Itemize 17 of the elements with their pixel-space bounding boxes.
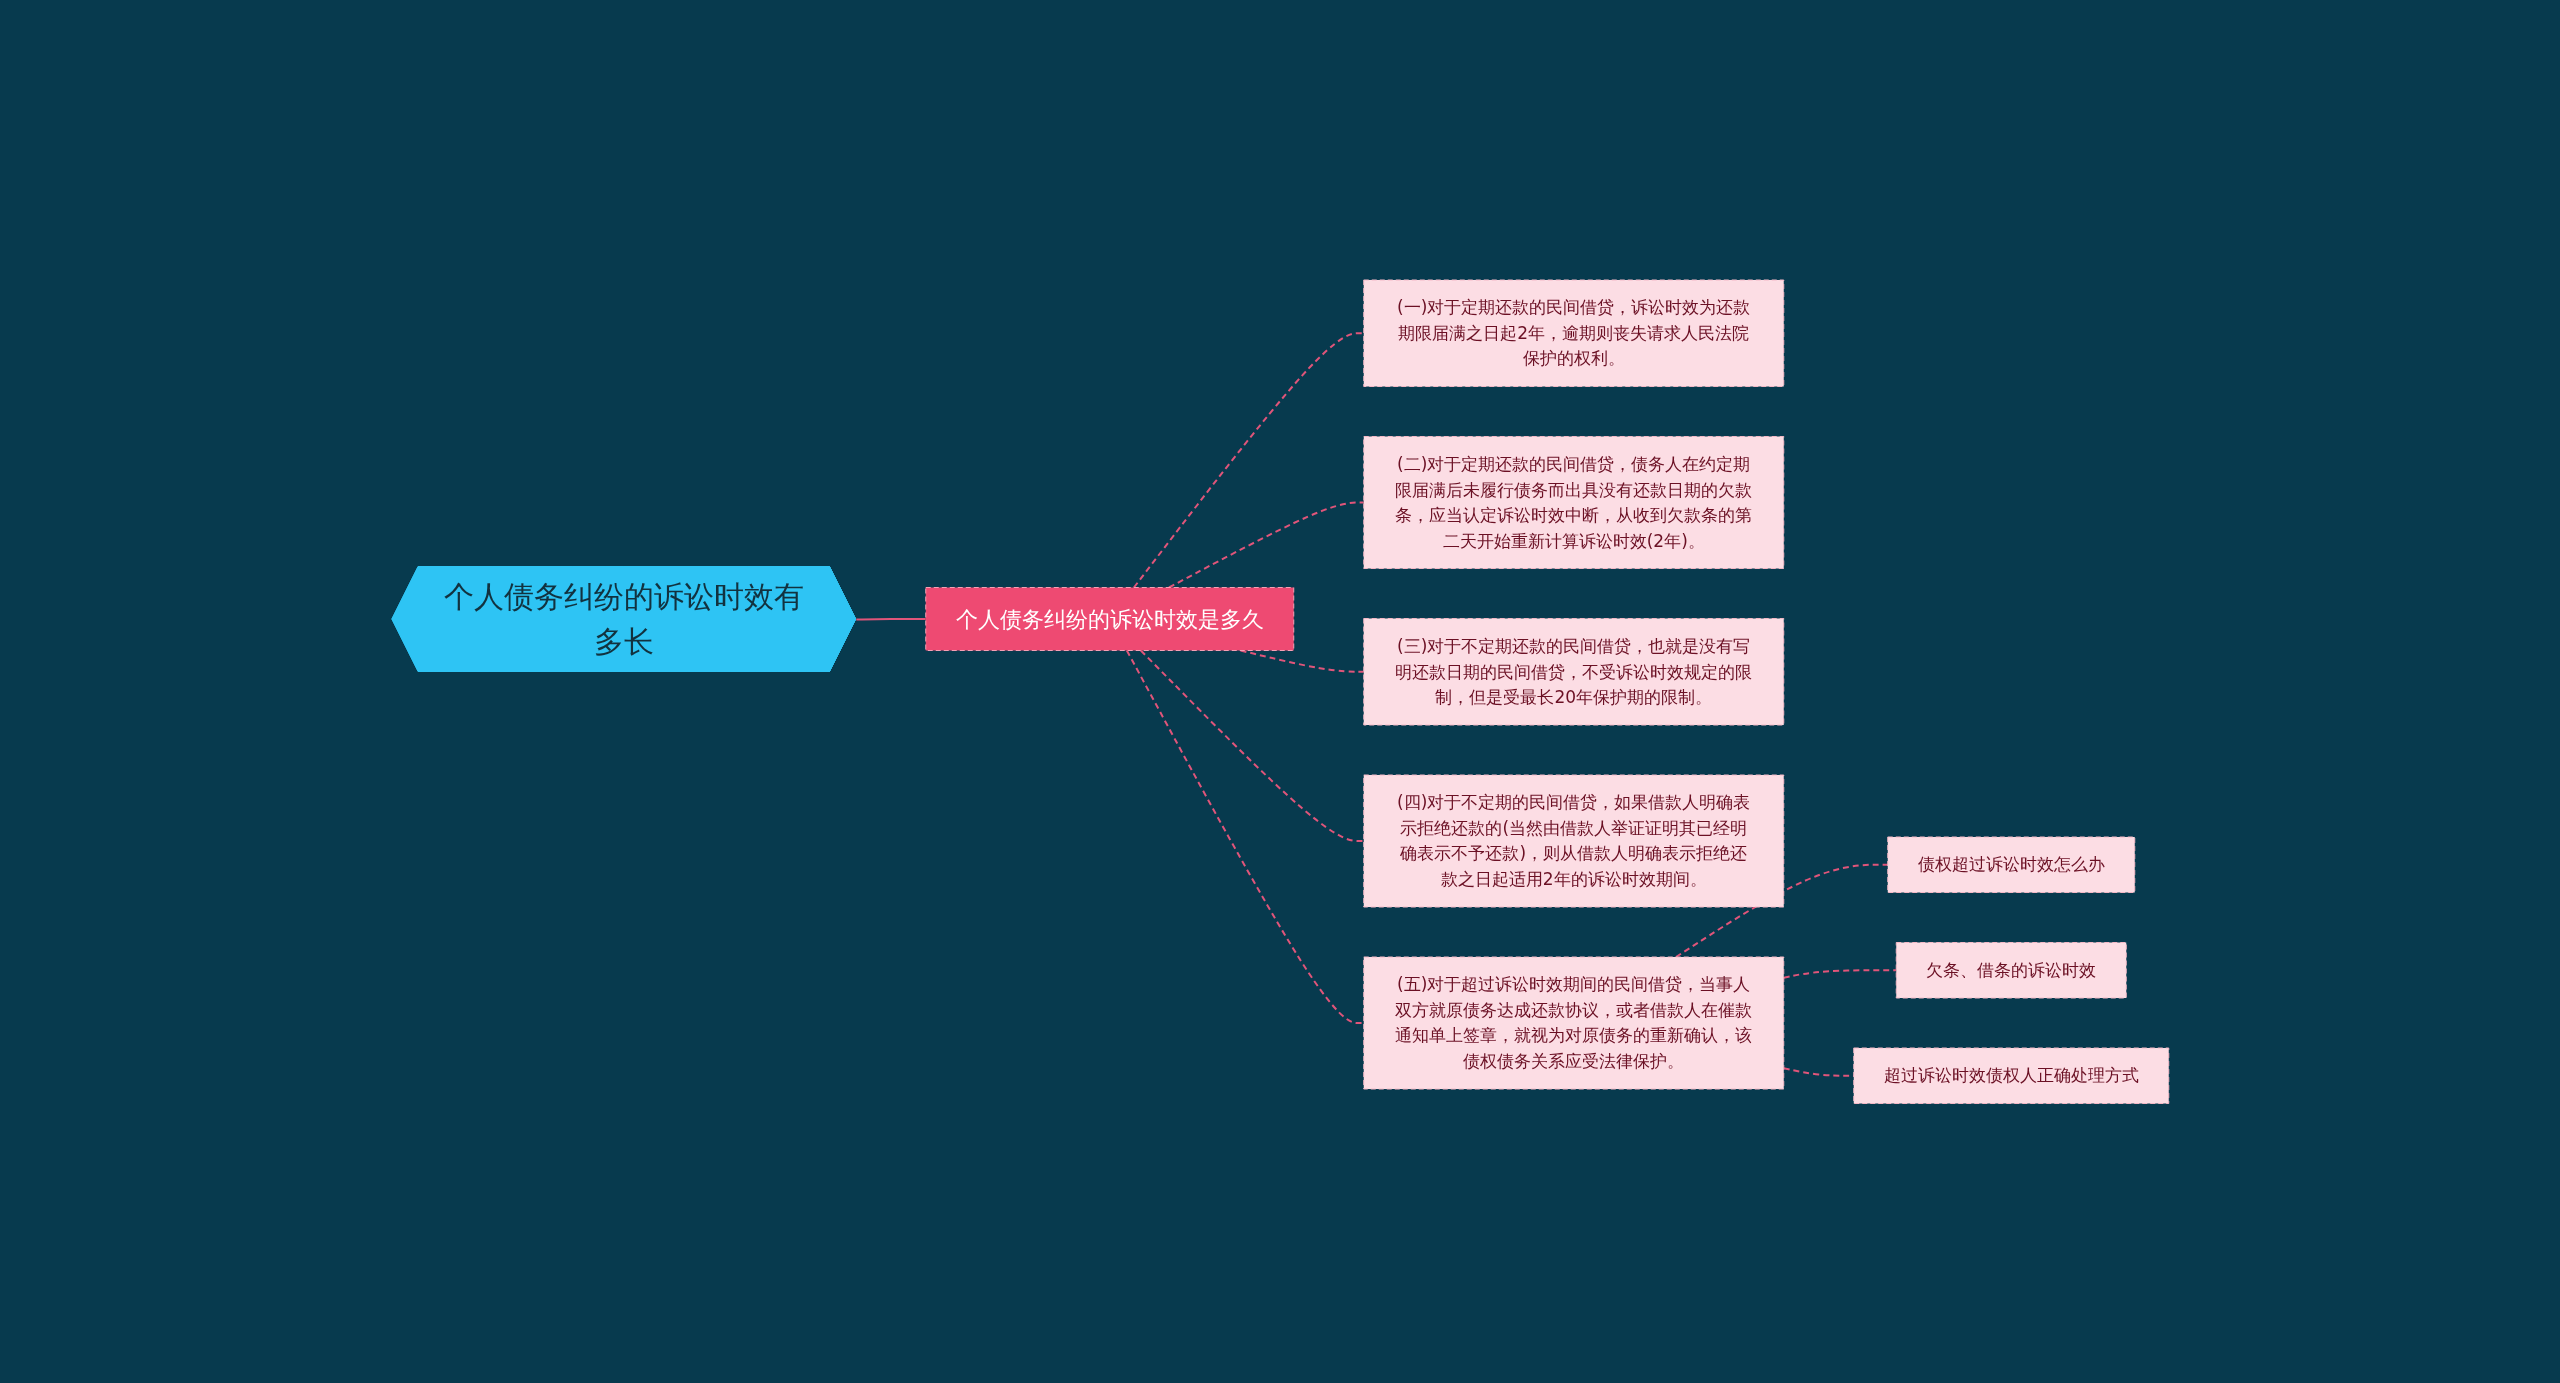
node-box [1362, 435, 1784, 569]
node-box [1362, 956, 1784, 1090]
node-box [924, 586, 1294, 651]
connector [1132, 332, 1365, 589]
node-box [1362, 279, 1784, 387]
connector [1167, 501, 1365, 589]
node-box [1362, 617, 1784, 726]
connector [1139, 649, 1365, 842]
node-box [1886, 836, 2135, 893]
connector [854, 617, 927, 621]
node-box [1895, 941, 2127, 999]
connector [1239, 649, 1365, 673]
connector [1674, 863, 1889, 958]
connector [1782, 969, 1897, 979]
node-box [1852, 1047, 2169, 1104]
node-box [1362, 774, 1784, 908]
connector [1125, 649, 1365, 1024]
